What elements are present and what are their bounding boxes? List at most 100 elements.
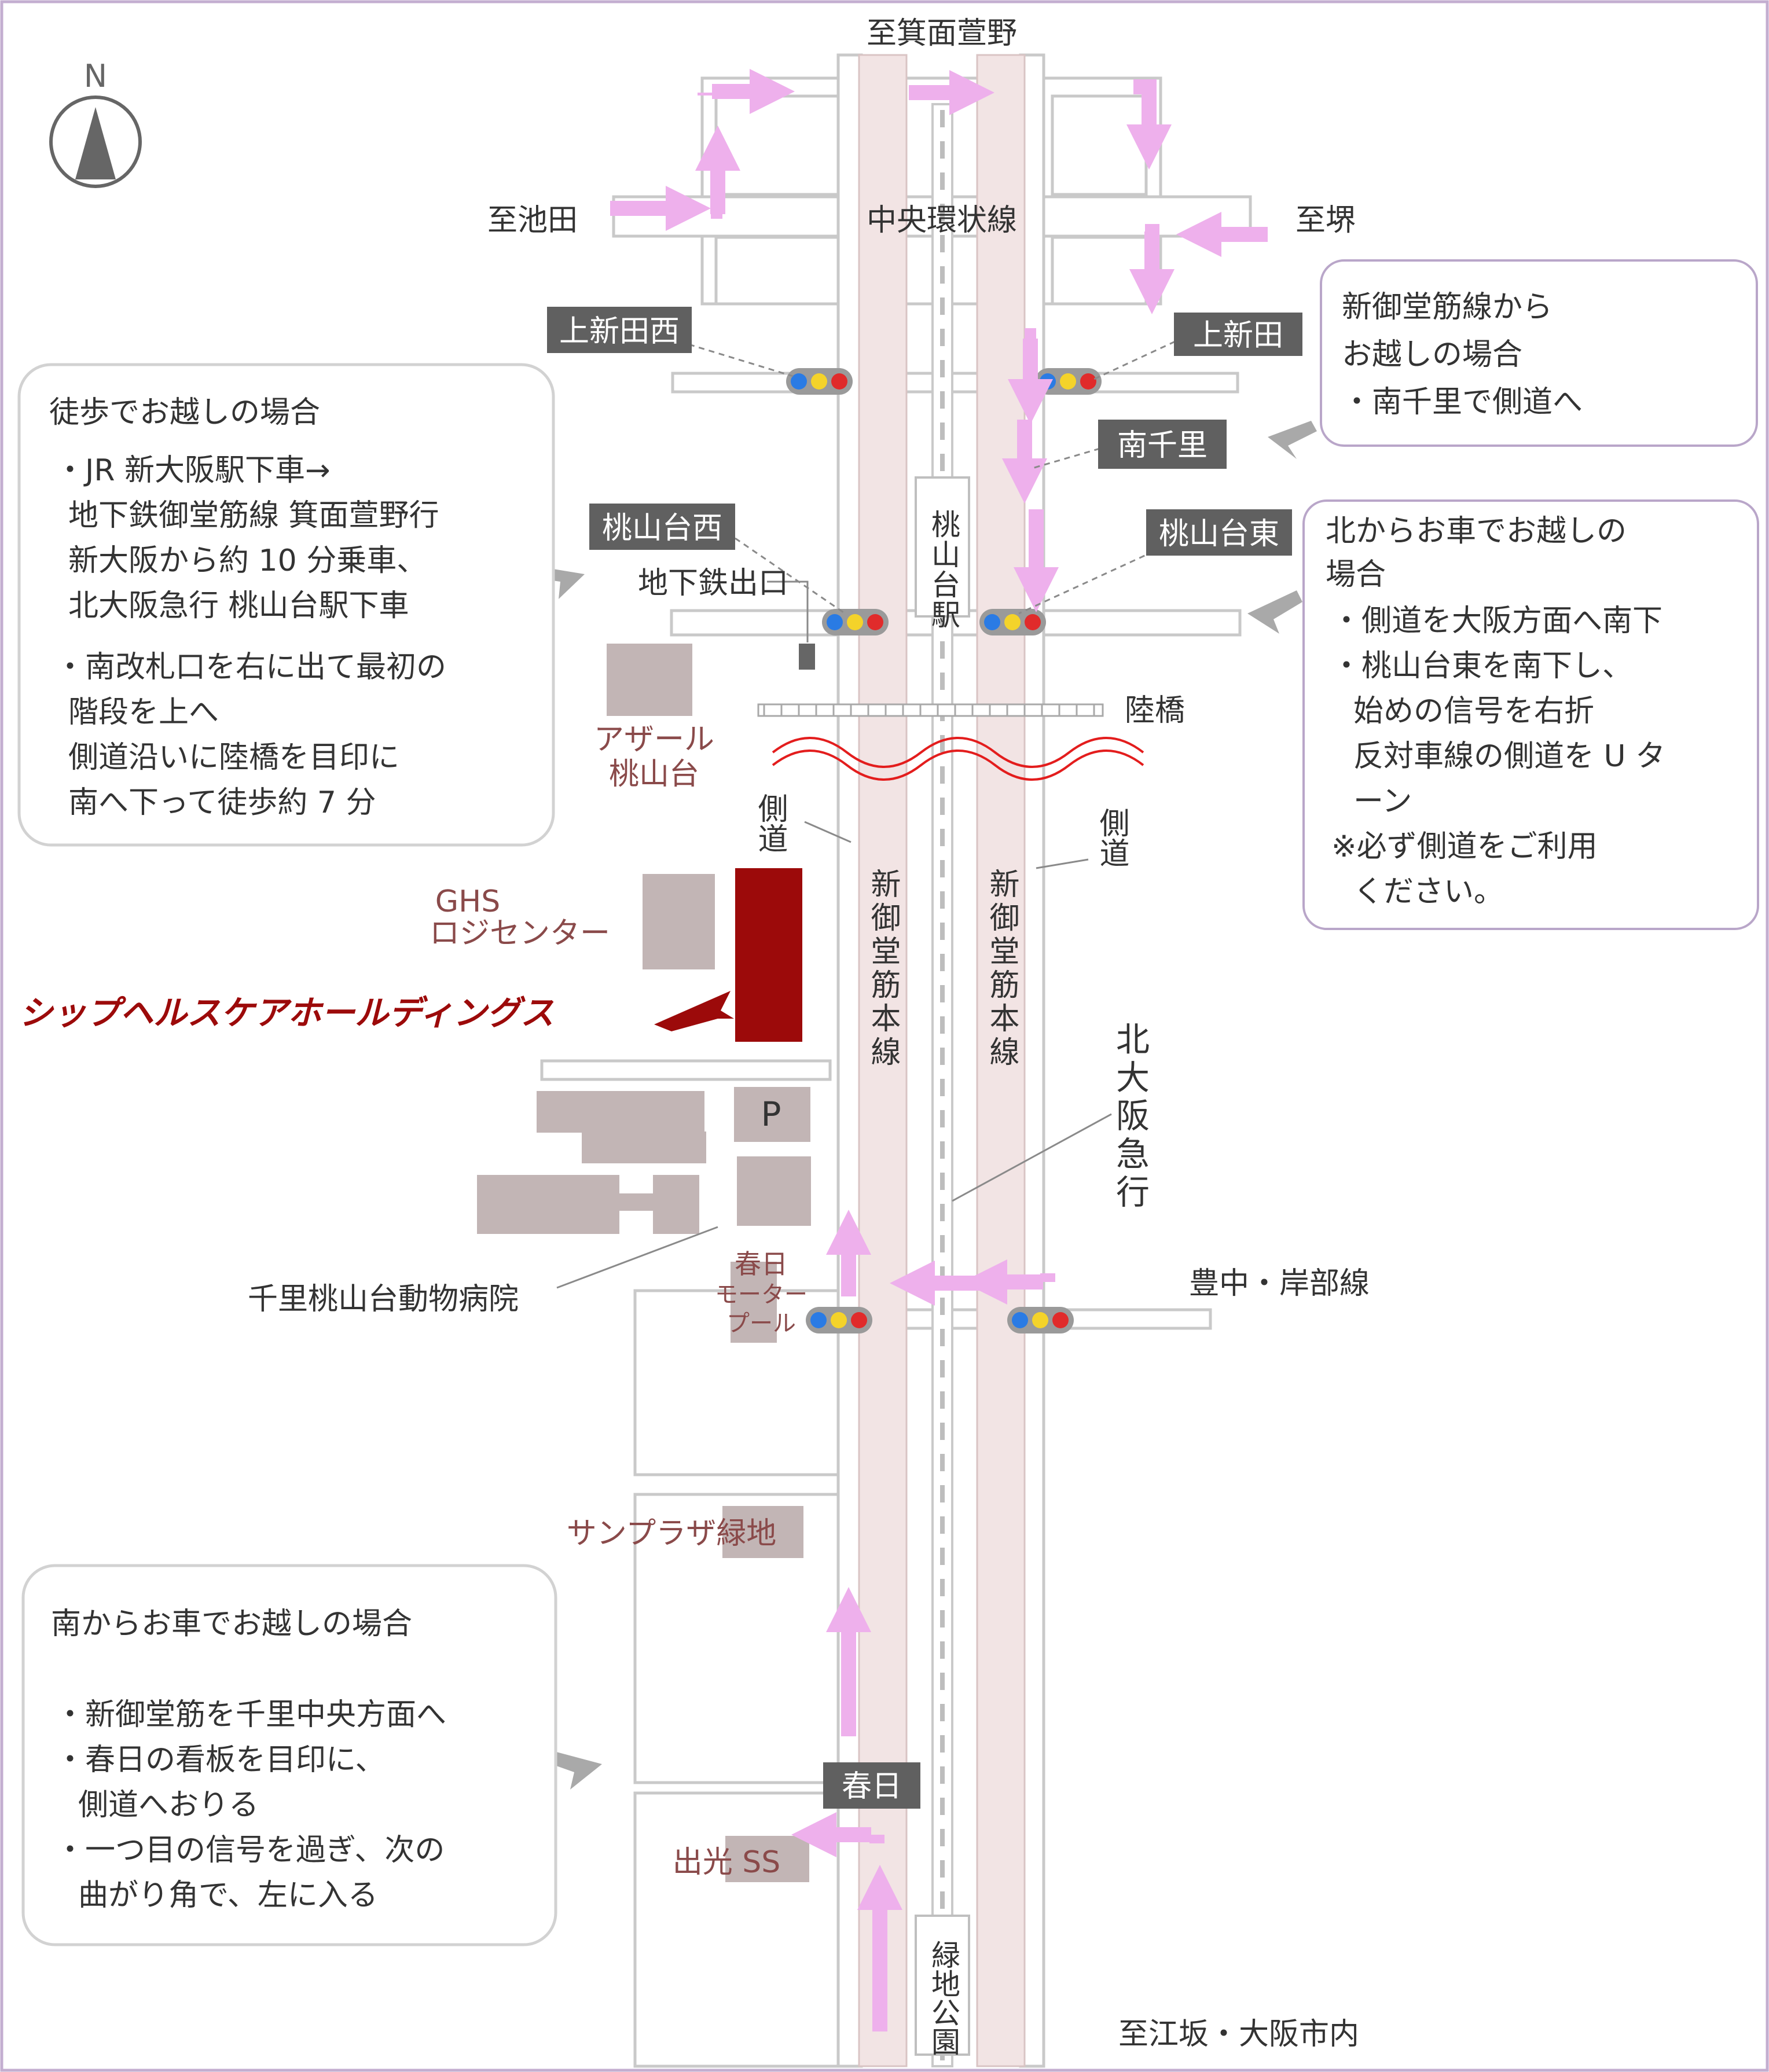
sign-kamishinden: [1174, 313, 1302, 356]
walk-line-3: 新大阪から約 10 分乗車、: [68, 543, 427, 578]
sun-plaza-label: サンプラザ緑地: [567, 1516, 776, 1551]
idemitsu-label: 出光 SS: [673, 1845, 781, 1880]
shinmido-line-3: ・南千里で側道へ: [1342, 385, 1583, 420]
south-line-4: ・一つ目の信号を過ぎ、次の: [55, 1833, 445, 1868]
callout-boxes: [17, 259, 1759, 1946]
route-arrows: [610, 69, 1268, 2031]
sign-kamishinden-nishi-label: 上新田西: [559, 314, 680, 349]
kita-osaka-kyuko-label: 北大阪急行: [1110, 1022, 1150, 1213]
building-a2: [582, 1131, 706, 1163]
direction-to-sakai: 至堺: [1295, 203, 1356, 238]
traffic-signal: [786, 368, 853, 395]
traffic-signal: [1035, 368, 1102, 395]
kasuga-motor-line2: モーター: [715, 1281, 808, 1308]
shinmido-line-1: 新御堂筋線から: [1342, 290, 1553, 325]
walk-line-7: 側道沿いに陸橋を目印に: [68, 740, 399, 775]
shin-midosuji-west-label: 新御堂筋本線: [865, 868, 901, 1070]
buildings: [477, 644, 815, 1882]
north-line-6: 反対車線の側道を U タ: [1353, 739, 1665, 774]
walk-line-8: 南へ下って徒歩約 7 分: [68, 785, 376, 820]
loop-block-right-lower: [1051, 236, 1148, 306]
building-b-link: [619, 1193, 654, 1211]
road-toyonaka-kishibe: 豊中・岸部線: [1189, 1266, 1370, 1301]
overpass-label: 陸橋: [1125, 693, 1185, 728]
bridge-wave-2: [772, 750, 1144, 781]
south-line-5: 曲がり角で、左に入る: [78, 1878, 378, 1913]
sign-momoyamadai-nishi: [589, 504, 735, 550]
company-pointer-arrow: [654, 991, 734, 1031]
sign-kamishinden-label: 上新田: [1193, 318, 1283, 353]
azaru-building: [607, 644, 692, 716]
walk-title: 徒歩でお越しの場合: [49, 395, 320, 430]
sign-momoyamadai-higashi-label: 桃山台東: [1159, 517, 1279, 552]
shin-midosuji-east-label: 新御堂筋本線: [984, 868, 1019, 1070]
building-b2: [653, 1175, 699, 1234]
north-line-7: ーン: [1353, 784, 1412, 819]
sign-minami-senri: [1098, 420, 1227, 469]
shin-midosuji-southbound: [858, 54, 908, 2067]
traffic-signal: [1007, 1307, 1074, 1333]
south-title: 南からお車でお越しの場合: [51, 1607, 412, 1641]
south-line-3: 側道へおりる: [78, 1788, 259, 1823]
subway-exit-marker: [799, 644, 815, 670]
overpass-ticks: [763, 704, 1095, 716]
sign-boxes: [547, 307, 1302, 1809]
traffic-signal: [806, 1307, 872, 1333]
azaru-label-line2: 桃山台: [609, 757, 699, 792]
south-line-2: ・春日の看板を目印に、: [55, 1743, 385, 1777]
direction-to-ikeda: 至池田: [487, 203, 578, 238]
ghs-label-line2: ロジセンター: [430, 916, 610, 951]
map-labels: 至箕面萱野 至池田 至堺 至江坂・大阪市内 中央環状線 豊中・岸部線 陸橋 地下…: [19, 16, 1665, 2056]
direction-to-minoh: 至箕面萱野: [867, 16, 1017, 51]
traffic-signal: [979, 609, 1046, 635]
sign-kasuga: [823, 1762, 920, 1809]
north-line-8: ※必ず側道をご利用: [1331, 829, 1598, 864]
shinmido-line-2: お越しの場合: [1342, 337, 1522, 372]
west-lane-1: [540, 1059, 832, 1081]
sign-kamishinden-nishi: [547, 307, 692, 353]
kasuga-motor-line1: 春日: [735, 1248, 788, 1280]
shin-midosuji-northbound: [976, 54, 1026, 2067]
north-callout-box: [1302, 499, 1759, 930]
kasuga-motor-pool-building: [731, 1262, 777, 1343]
walk-line-4: 北大阪急行 桃山台駅下車: [68, 589, 409, 623]
north-line-5: 始めの信号を右折: [1353, 694, 1594, 729]
walk-line-2: 地下鉄御堂筋線 箕面萱野行: [68, 498, 439, 533]
arrow-elbows: [698, 79, 1159, 1843]
building-b: [477, 1175, 619, 1234]
north-compass: N: [49, 58, 142, 188]
momoyamadai-station-box: [915, 476, 970, 618]
leader-lines: [688, 340, 1176, 615]
south-line-1: ・新御堂筋を千里中央方面へ: [55, 1698, 446, 1732]
north-line-3: ・側道を大阪方面へ南下: [1331, 604, 1662, 638]
west-block-south: [633, 1791, 840, 2068]
parking-label: P: [761, 1094, 781, 1134]
kasuga-motor-line3: プール: [726, 1310, 796, 1337]
building-a: [537, 1091, 704, 1133]
direction-to-esaka: 至江坂・大阪市内: [1118, 2017, 1359, 2052]
sign-momoyamadai-nishi-label: 桃山台西: [602, 511, 722, 546]
azaru-label-line1: アザール: [594, 722, 714, 757]
north-line-2: 場合: [1326, 557, 1386, 592]
north-line-1: 北からお車でお越しの: [1326, 514, 1627, 549]
parking-lot: [734, 1087, 810, 1142]
compass-north-label: N: [84, 58, 107, 94]
overpass-bridge: [757, 703, 1104, 717]
north-line-9: ください。: [1353, 875, 1504, 909]
loop-block-right: [1051, 94, 1148, 196]
momoyamadai-station-label: 桃山台駅: [927, 509, 960, 630]
sokudo-west-label: 側道: [753, 793, 788, 853]
kamishinden-cross-road: [671, 372, 1239, 394]
traffic-signal: [822, 609, 889, 635]
solid-leaders: [556, 581, 1112, 1289]
sign-momoyamadai-higashi: [1146, 509, 1292, 556]
sign-minami-senri-label: 南千里: [1117, 428, 1208, 463]
walk-line-5: ・南改札口を右に出て最初の: [55, 650, 446, 685]
south-callout-box: [21, 1564, 557, 1946]
animal-hospital-label: 千里桃山台動物病院: [248, 1282, 519, 1317]
north-line-4: ・桃山台東を南下し、: [1331, 649, 1632, 684]
ghs-building: [643, 874, 715, 969]
ghs-label-line1: GHS: [435, 884, 500, 919]
walk-line-6: 階段を上へ: [68, 695, 219, 730]
